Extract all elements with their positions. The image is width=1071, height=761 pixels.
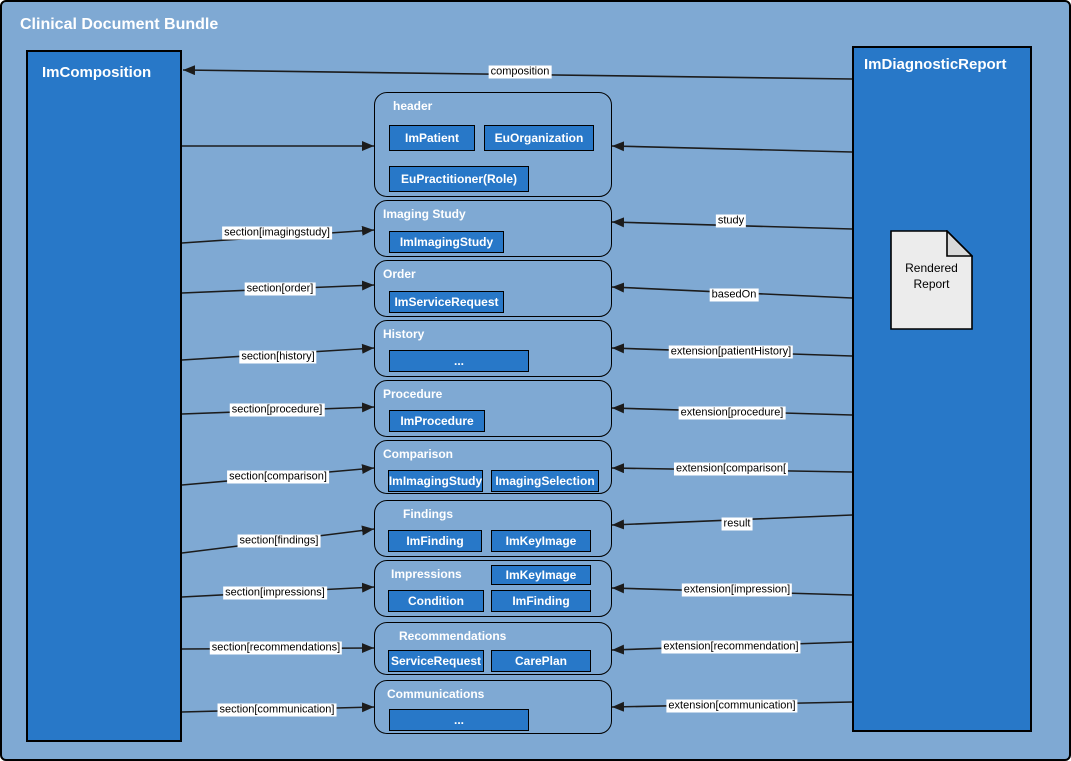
imcomposition-node: ImComposition <box>26 50 182 742</box>
node-imfinding: ImFinding <box>491 590 591 612</box>
node-imagingselection: ImagingSelection <box>491 470 599 492</box>
node-careplan: CarePlan <box>491 650 591 672</box>
diagram-title: Clinical Document Bundle <box>20 16 219 33</box>
arrow-label-section-history: section[history] <box>239 350 317 364</box>
section-communications: Communications... <box>374 680 612 734</box>
rendered-report-document: Rendered Report <box>890 230 973 330</box>
arrow-label-extension-communication: extension[communication] <box>666 699 798 713</box>
node-imfinding: ImFinding <box>388 530 482 552</box>
arrow-right-1 <box>611 141 853 153</box>
arrow-label-study: study <box>715 214 747 228</box>
node-imimagingstudy: ImImagingStudy <box>388 470 483 492</box>
arrow-label-section-impressions: section[impressions] <box>223 586 327 600</box>
arrow-label-section-comparison: section[comparison] <box>227 470 329 484</box>
arrow-label-section-findings: section[findings] <box>237 534 321 548</box>
section-title-recommendations: Recommendations <box>399 629 507 643</box>
section-title-communications: Communications <box>387 687 485 701</box>
section-title-imaging-study: Imaging Study <box>383 207 466 221</box>
imdiagnosticreport-node: ImDiagnosticReport <box>852 46 1032 732</box>
section-title-impressions: Impressions <box>391 567 462 581</box>
arrow-label-basedon: basedOn <box>709 288 759 302</box>
node-eupractitioner-role: EuPractitioner(Role) <box>389 166 529 192</box>
arrow-label-section-recommendations: section[recommendations] <box>209 641 343 655</box>
node-imkeyimage: ImKeyImage <box>491 530 591 552</box>
section-title-history: History <box>383 327 425 341</box>
section-title-procedure: Procedure <box>383 387 443 401</box>
node-condition: Condition <box>388 590 484 612</box>
arrow-label-extension-procedure: extension[procedure] <box>678 406 786 420</box>
arrow-label-section-communication: section[communication] <box>217 703 337 717</box>
arrow-label-section-imagingstudy: section[imagingstudy] <box>222 226 332 240</box>
node-improcedure: ImProcedure <box>389 410 485 432</box>
document-label-line1: Rendered <box>905 261 958 275</box>
arrow-label-result: result <box>721 517 753 531</box>
section-history: History... <box>374 320 612 377</box>
document-label-line2: Report <box>913 277 950 291</box>
node-euorganization: EuOrganization <box>484 125 594 151</box>
document-label: Rendered Report <box>890 260 973 292</box>
imdiagnosticreport-title: ImDiagnosticReport <box>864 56 1007 73</box>
section-title-findings: Findings <box>403 507 453 521</box>
arrow-label-extension-recommendation: extension[recommendation] <box>661 640 801 654</box>
node-imkeyimage: ImKeyImage <box>491 565 591 585</box>
node-imservicerequest: ImServiceRequest <box>389 291 504 313</box>
section-title-comparison: Comparison <box>383 447 454 461</box>
arrow-label-composition: composition <box>488 65 552 79</box>
arrow-label-extension-comparison: extension[comparison[ <box>673 462 789 476</box>
arrow-label-section-procedure: section[procedure] <box>229 403 325 417</box>
document-icon <box>890 230 973 330</box>
arrow-label-extension-patienthistory: extension[patientHistory] <box>668 345 794 359</box>
imcomposition-title: ImComposition <box>42 64 152 81</box>
arrow-label-extension-impression: extension[impression] <box>681 583 793 597</box>
node-servicerequest: ServiceRequest <box>388 650 484 672</box>
node-imimagingstudy: ImImagingStudy <box>389 231 504 253</box>
arrow-label-section-order: section[order] <box>244 282 316 296</box>
section-title-header: header <box>393 99 433 113</box>
node-impatient: ImPatient <box>389 125 475 151</box>
node-item: ... <box>389 709 529 731</box>
section-title-order: Order <box>383 267 416 281</box>
node-item: ... <box>389 350 529 372</box>
